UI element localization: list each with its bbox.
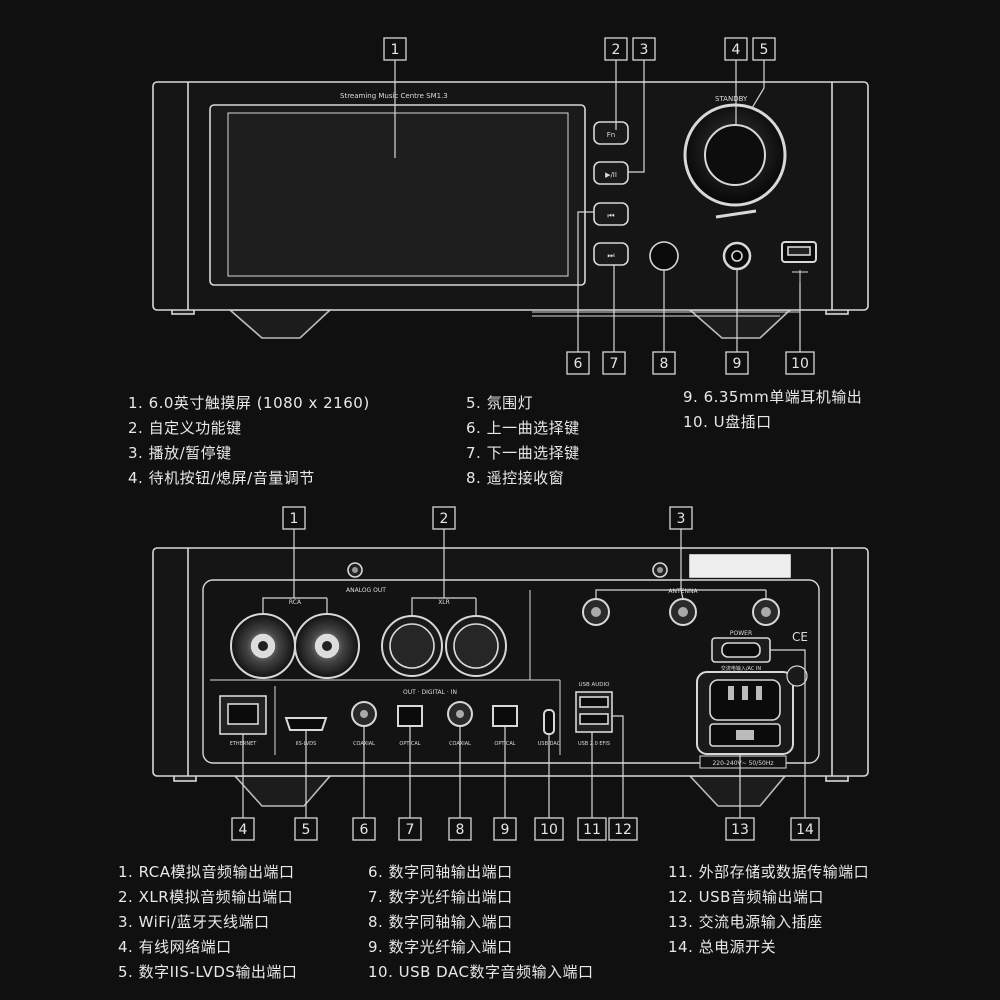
front-callout-6: 6 — [574, 356, 583, 372]
rear-legend-col1: 1. RCA模拟音频输出端口 2. XLR模拟音频输出端口 3. WiFi/蓝牙… — [118, 860, 297, 985]
front-legend-item: 10. U盘插口 — [683, 413, 772, 431]
rear-callout-8: 8 — [456, 822, 465, 838]
next-button-label: ⏭ — [607, 251, 614, 260]
ce-mark: CE — [792, 630, 808, 644]
front-legend-item: 7. 下一曲选择键 — [466, 444, 580, 462]
rear-callouts — [231, 506, 820, 841]
front-callout-1: 1 — [391, 42, 400, 58]
front-legend-col3: 9. 6.35mm单端耳机输出 10. U盘插口 — [683, 385, 862, 435]
rear-callout-2: 2 — [440, 511, 449, 527]
rear-callout-6: 6 — [360, 822, 369, 838]
rear-panel — [152, 547, 869, 807]
front-legend-item: 8. 遥控接收窗 — [466, 469, 565, 487]
front-legend-item: 2. 自定义功能键 — [128, 419, 242, 437]
xlr-label: XLR — [438, 599, 450, 606]
rear-legend-item: 8. 数字同轴输入端口 — [368, 913, 513, 931]
rear-legend-item: 10. USB DAC数字音频输入端口 — [368, 963, 594, 981]
front-callout-2: 2 — [612, 42, 621, 58]
rear-legend-item: 12. USB音频输出端口 — [668, 888, 824, 906]
front-callout-10: 10 — [791, 356, 809, 372]
rear-callout-1: 1 — [290, 511, 299, 527]
front-legend-item: 9. 6.35mm单端耳机输出 — [683, 388, 863, 406]
front-panel — [152, 81, 869, 339]
voltage-label: 220-240V~ 50/50Hz — [712, 760, 773, 767]
rear-legend-item: 14. 总电源开关 — [668, 938, 777, 956]
front-legend-col1: 1. 6.0英寸触摸屏 (1080 x 2160) 2. 自定义功能键 3. 播… — [128, 391, 370, 491]
front-callout-9: 9 — [733, 356, 742, 372]
rear-callout-11: 11 — [583, 822, 601, 838]
rear-callout-lines — [242, 528, 806, 820]
front-legend-col2: 5. 氛围灯 6. 上一曲选择键 7. 下一曲选择键 8. 遥控接收窗 — [466, 391, 580, 491]
prev-button-label: ⏮ — [607, 211, 614, 220]
play-pause-button-label: ▶/II — [605, 171, 617, 179]
rear-callout-4: 4 — [239, 822, 248, 838]
antenna-label: ANTENNA — [668, 588, 698, 595]
ac-in-label: 交流电输入/AC IN — [721, 665, 762, 672]
analog-out-label: ANALOG OUT — [346, 587, 386, 594]
front-legend-item: 6. 上一曲选择键 — [466, 419, 580, 437]
out-digital-in-label: OUT · DIGITAL · IN — [403, 689, 457, 696]
rear-legend-item: 11. 外部存储或数据传输端口 — [668, 863, 870, 881]
front-callout-7: 7 — [610, 356, 619, 372]
front-callout-8: 8 — [660, 356, 669, 372]
port-label-usb-efis: USB 2.0 EFIS — [578, 741, 610, 747]
rca-label: RCA — [289, 599, 302, 606]
front-legend-item: 3. 播放/暂停键 — [128, 444, 232, 462]
rear-callout-7: 7 — [406, 822, 415, 838]
front-legend-item: 5. 氛围灯 — [466, 394, 534, 412]
front-callouts — [383, 37, 815, 375]
rear-legend-item: 2. XLR模拟音频输出端口 — [118, 888, 294, 906]
rear-callout-14: 14 — [796, 822, 814, 838]
front-callout-4: 4 — [732, 42, 741, 58]
rear-legend-item: 13. 交流电源输入插座 — [668, 913, 823, 931]
rear-legend-item: 5. 数字IIS-LVDS输出端口 — [118, 963, 298, 981]
rear-legend-item: 4. 有线网络端口 — [118, 938, 232, 956]
rear-legend-item: 3. WiFi/蓝牙天线端口 — [118, 913, 270, 931]
rear-legend-item: 1. RCA模拟音频输出端口 — [118, 863, 295, 881]
usb-audio-label: USB AUDIO — [578, 682, 610, 688]
standby-label: STANDBY — [715, 95, 748, 103]
front-legend-item: 1. 6.0英寸触摸屏 (1080 x 2160) — [128, 394, 370, 412]
front-callout-5: 5 — [760, 42, 769, 58]
rear-callout-10: 10 — [540, 822, 558, 838]
front-legend-item: 4. 待机按钮/熄屏/音量调节 — [128, 469, 315, 487]
rear-legend-col3: 11. 外部存储或数据传输端口 12. USB音频输出端口 13. 交流电源输入… — [668, 860, 869, 960]
model-label: Streaming Music Centre SM1.3 — [340, 92, 448, 100]
power-label: POWER — [730, 630, 752, 637]
rear-legend-col2: 6. 数字同轴输出端口 7. 数字光纤输出端口 8. 数字同轴输入端口 9. 数… — [368, 860, 593, 985]
rear-callout-9: 9 — [501, 822, 510, 838]
rear-legend-item: 9. 数字光纤输入端口 — [368, 938, 513, 956]
rear-legend-item: 6. 数字同轴输出端口 — [368, 863, 513, 881]
rear-callout-5: 5 — [302, 822, 311, 838]
rear-callout-3: 3 — [677, 511, 686, 527]
front-callout-3: 3 — [640, 42, 649, 58]
rear-callout-12: 12 — [614, 822, 632, 838]
rear-legend-item: 7. 数字光纤输出端口 — [368, 888, 513, 906]
rear-callout-13: 13 — [731, 822, 749, 838]
front-callout-lines — [394, 58, 801, 354]
fn-button-label: Fn — [607, 131, 615, 139]
